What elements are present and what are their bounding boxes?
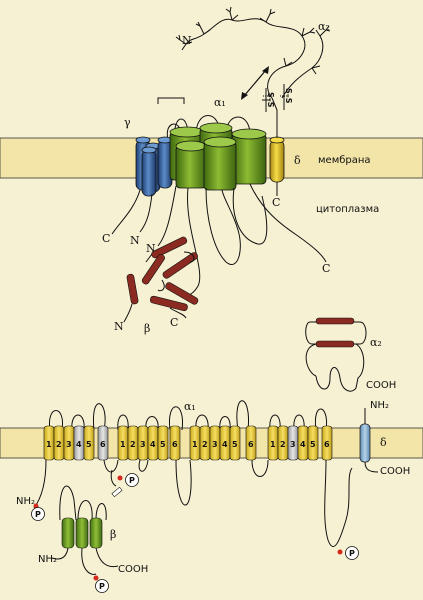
phospho-3-label: P xyxy=(99,582,105,591)
top-gamma-c-label: C xyxy=(102,232,110,245)
alpha1-subunit xyxy=(169,122,267,191)
seg-5-d3: 5 xyxy=(232,440,238,449)
bottom-alpha1-label: α₁ xyxy=(184,400,196,413)
bottom-alpha2-subunit xyxy=(305,317,367,392)
alpha2-subunit xyxy=(175,6,331,112)
seg-6-d1: 6 xyxy=(100,440,106,449)
bottom-delta-subunit xyxy=(359,408,379,473)
seg-2-d1: 2 xyxy=(56,440,62,449)
phospho-site-1: P xyxy=(111,473,139,498)
top-delta-c-label: C xyxy=(272,196,280,209)
seg-4-d4: 4 xyxy=(300,440,306,449)
seg-1-d4: 1 xyxy=(270,440,276,449)
alpha1-n-terminus: P xyxy=(31,459,47,521)
cytoplasm-label: цитоплазма xyxy=(316,204,379,215)
seg-2-d2: 2 xyxy=(130,440,136,449)
segment-numbers: 1 2 3 4 5 6 1 2 3 4 5 6 1 2 3 4 5 6 1 2 … xyxy=(46,440,330,449)
seg-3-d4: 3 xyxy=(290,440,296,449)
top-delta-label: δ xyxy=(294,154,301,167)
seg-5-d2: 5 xyxy=(160,440,166,449)
seg-4-d1: 4 xyxy=(76,440,82,449)
top-beta-n-label: N xyxy=(114,320,124,333)
top-alpha1-c-label: C xyxy=(322,262,330,275)
seg-2-d4: 2 xyxy=(280,440,286,449)
gamma-bracket xyxy=(157,97,185,104)
seg-6-d3: 6 xyxy=(248,440,254,449)
top-alpha2-n-label: N xyxy=(182,34,192,47)
delta-cooh-label: COOH xyxy=(380,466,410,477)
phospho-2-label: P xyxy=(349,549,355,558)
seg-3-d2: 3 xyxy=(140,440,146,449)
bottom-alpha1-extracellular-loops xyxy=(48,400,328,431)
seg-6-d4: 6 xyxy=(324,440,330,449)
delta-nh2-label: NH₂ xyxy=(370,400,389,411)
seg-6-d2: 6 xyxy=(172,440,178,449)
seg-4-d3: 4 xyxy=(222,440,228,449)
beta-subunit xyxy=(123,236,199,323)
beta-cooh-label: COOH xyxy=(118,564,148,575)
seg-3-d3: 3 xyxy=(212,440,218,449)
bottom-beta-label: β xyxy=(110,528,116,541)
disulfide-label-1: S–S xyxy=(266,92,275,108)
top-beta-label: β xyxy=(144,322,150,335)
seg-1-d2: 1 xyxy=(120,440,126,449)
alpha1-nh2-label: NH₂ xyxy=(16,496,35,507)
phospho-0-label: P xyxy=(35,510,41,519)
top-alpha2-label: α₂ xyxy=(318,20,330,33)
bottom-alpha1-intracellular-loops xyxy=(103,459,353,547)
seg-3-d1: 3 xyxy=(66,440,72,449)
bottom-delta-label: δ xyxy=(380,436,387,449)
top-beta-c-label: C xyxy=(170,316,178,329)
gamma-subunit xyxy=(135,136,173,197)
alpha1-domain-1 xyxy=(43,425,109,461)
top-gamma-label: γ xyxy=(124,116,131,129)
disulfide-label-2: S–S xyxy=(284,88,293,104)
alpha1-domain-2 xyxy=(117,425,181,461)
phospho-1-label: P xyxy=(129,476,135,485)
bottom-beta-subunit: P xyxy=(51,485,119,593)
alpha1-domain-4 xyxy=(267,425,333,461)
bottom-alpha2-label: α₂ xyxy=(370,336,382,349)
phospho-site-2: P xyxy=(337,546,359,560)
seg-1-d1: 1 xyxy=(46,440,52,449)
beta-nh2-label: NH₂ xyxy=(38,554,57,565)
delta-subunit xyxy=(269,97,285,196)
top-gamma-n-label: N xyxy=(130,234,140,247)
membrane-label: мембрана xyxy=(318,155,371,166)
seg-5-d4: 5 xyxy=(310,440,316,449)
top-alpha1-n-label: N xyxy=(146,242,156,255)
double-arrow xyxy=(241,66,269,100)
bottom-alpha2-cooh-label: COOH xyxy=(366,380,396,391)
alpha1-domain-3 xyxy=(189,425,257,461)
top-alpha1-label: α₁ xyxy=(214,96,226,109)
seg-1-d3: 1 xyxy=(192,440,198,449)
seg-4-d2: 4 xyxy=(150,440,156,449)
seg-2-d3: 2 xyxy=(202,440,208,449)
seg-5-d1: 5 xyxy=(86,440,92,449)
